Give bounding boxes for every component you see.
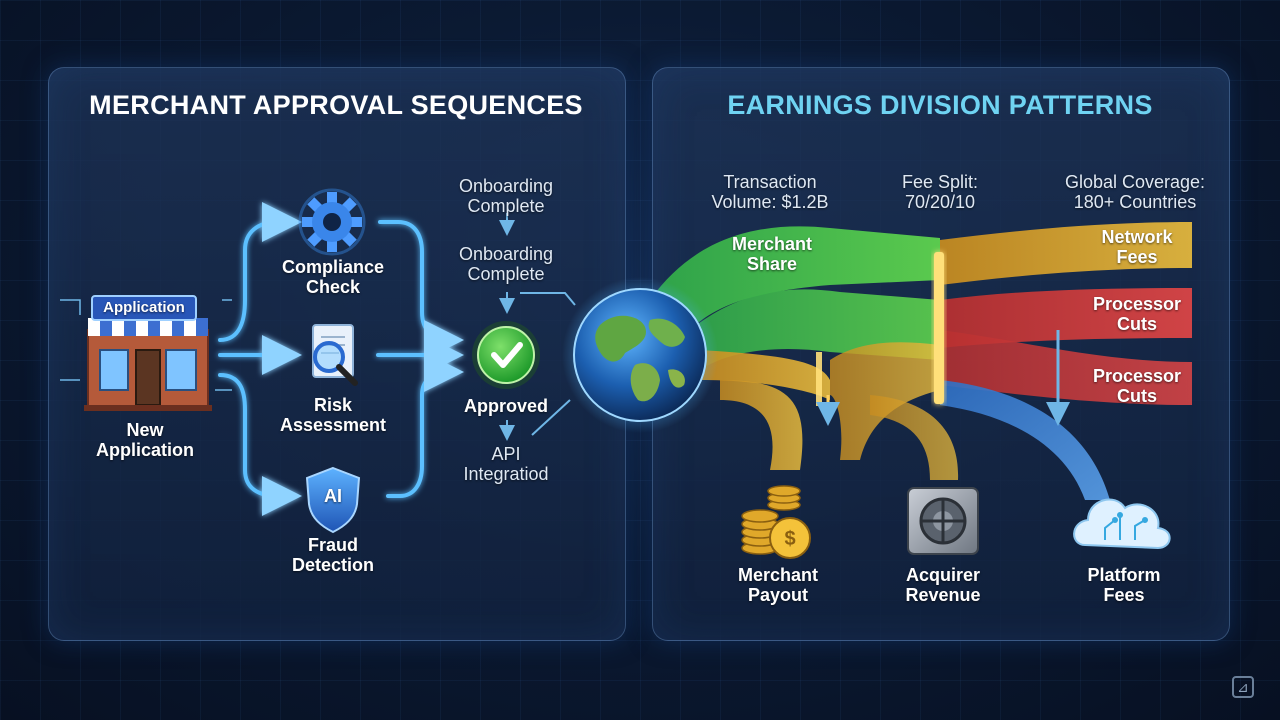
approval-flow-arrows xyxy=(218,202,464,516)
fraud-detection-label: Fraud Detection xyxy=(291,535,374,575)
document-magnifier-icon xyxy=(312,324,358,386)
ai-shield-icon xyxy=(305,466,361,534)
storefront-sign: Application xyxy=(103,299,185,316)
globe-icon xyxy=(562,277,718,433)
transaction-volume-label: Transaction Volume: $1.2B xyxy=(711,172,829,212)
merchant-share-label: Merchant Share xyxy=(731,234,812,274)
approved-label: Approved xyxy=(463,396,548,416)
merchant-payout-label: Merchant Payout xyxy=(737,565,818,605)
new-application-label: New Application xyxy=(96,420,194,460)
processor-cuts-label-1: Processor Cuts xyxy=(1092,294,1182,334)
cloud-circuit-icon xyxy=(1073,498,1171,550)
earnings-panel-title: EARNINGS DIVISION PATTERNS xyxy=(727,90,1153,120)
corner-logo-icon[interactable]: ⊿ xyxy=(1232,676,1254,698)
ai-shield-text: AI xyxy=(324,486,342,506)
checkmark-icon xyxy=(472,321,540,389)
gear-icon xyxy=(298,188,366,256)
approval-panel-title: MERCHANT APPROVAL SEQUENCES xyxy=(89,90,583,120)
platform-fees-label: Platform Fees xyxy=(1087,565,1161,605)
storefront-icon xyxy=(60,295,232,411)
compliance-check-label: Compliance Check xyxy=(281,257,385,297)
processor-cuts-label-2: Processor Cuts xyxy=(1092,366,1182,406)
acquirer-revenue-label: Acquirer Revenue xyxy=(905,565,981,605)
earnings-flow-bands xyxy=(650,222,1192,500)
vault-icon xyxy=(907,487,979,555)
onboarding-complete-label-2: Onboarding Complete xyxy=(458,244,554,284)
coin-stack-icon: $ xyxy=(741,485,811,559)
network-fees-label: Network Fees xyxy=(1101,227,1173,267)
split-markers xyxy=(816,252,1070,426)
svg-text:$: $ xyxy=(784,528,795,550)
api-integrated-label: API Integratiod xyxy=(463,444,549,484)
global-coverage-label: Global Coverage: 180+ Countries xyxy=(1064,172,1206,212)
onboarding-step-arrows xyxy=(499,213,576,441)
onboarding-complete-label-1: Onboarding Complete xyxy=(458,176,554,216)
fee-split-label: Fee Split: 70/20/10 xyxy=(901,172,979,212)
risk-assessment-label: Risk Assessment xyxy=(279,395,387,435)
